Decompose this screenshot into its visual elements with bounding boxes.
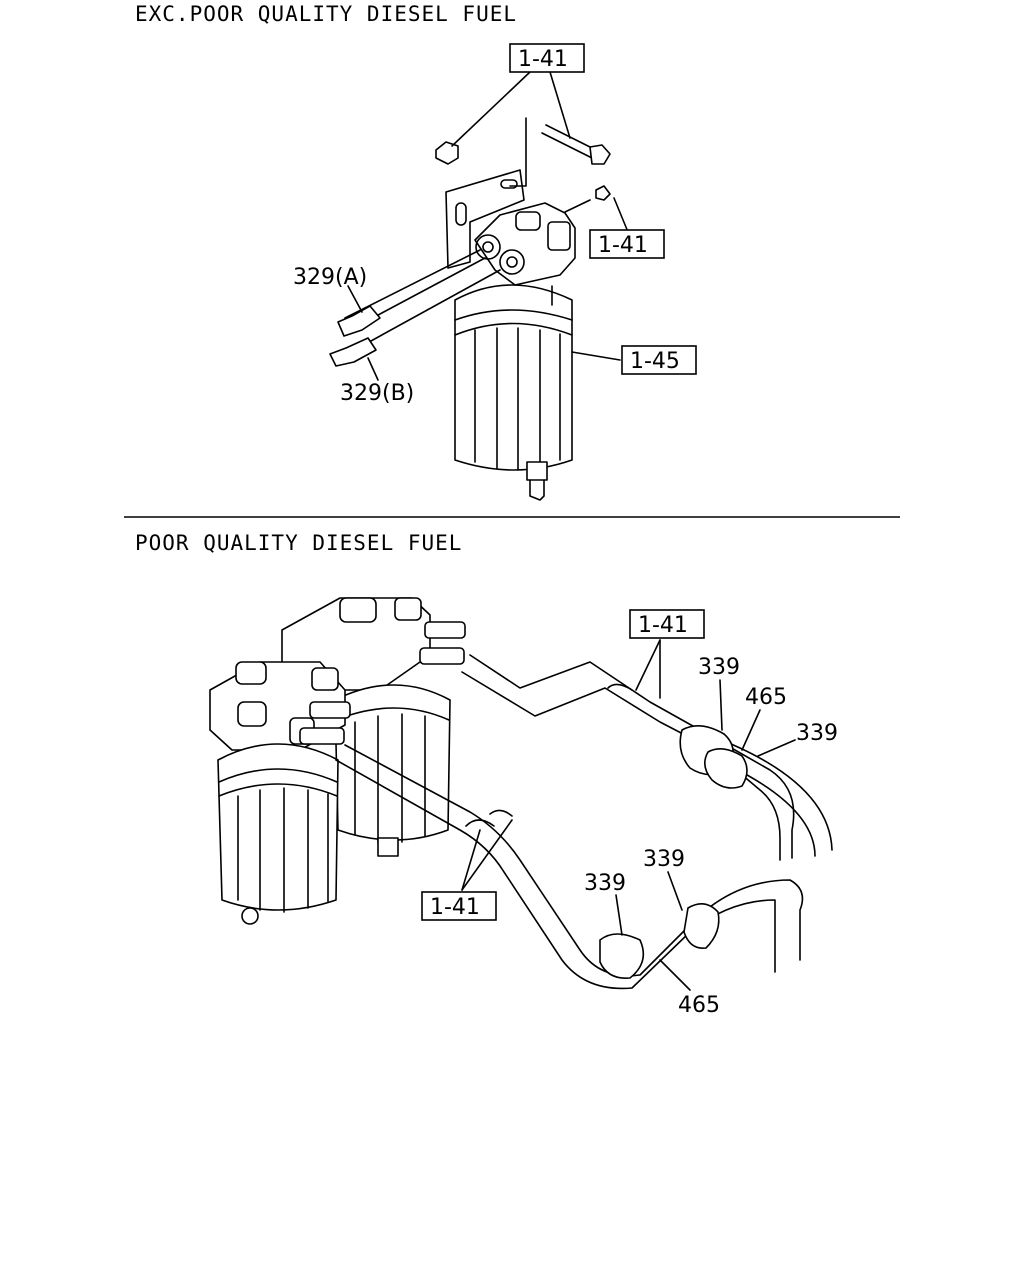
section-title-exc-poor-quality: EXC.POOR QUALITY DIESEL FUEL — [135, 2, 517, 26]
callout-connector-329b: 329(B) — [340, 381, 414, 406]
callout-clamp-339-lower-1: 339 — [584, 871, 626, 896]
callout-hose-465-lower: 465 — [678, 993, 720, 1018]
callout-clamp-339-upper-1: 339 — [698, 655, 740, 680]
callout-connector-329a: 329(A) — [293, 265, 367, 290]
callout-bottom-upper: 1-41 — [638, 613, 688, 638]
bottom-dual-filter-assembly — [209, 597, 833, 991]
section-title-poor-quality: POOR QUALITY DIESEL FUEL — [135, 531, 462, 555]
callout-box-bottom-upper — [629, 609, 705, 639]
callout-top-plug: 1-41 — [598, 233, 648, 258]
callout-hose-465-upper: 465 — [745, 685, 787, 710]
callout-box-top-bolts — [509, 43, 585, 73]
callout-clamp-339-lower-2: 339 — [643, 847, 685, 872]
callout-bottom-lower: 1-41 — [430, 895, 480, 920]
top-filter-assembly — [329, 71, 629, 501]
callout-box-top-plug — [589, 229, 665, 259]
callout-top-bolts: 1-41 — [518, 47, 568, 72]
callout-top-filter: 1-45 — [630, 349, 680, 374]
callout-clamp-339-upper-2: 339 — [796, 721, 838, 746]
callout-box-top-filter — [621, 345, 697, 375]
callout-box-bottom-lower — [421, 891, 497, 921]
